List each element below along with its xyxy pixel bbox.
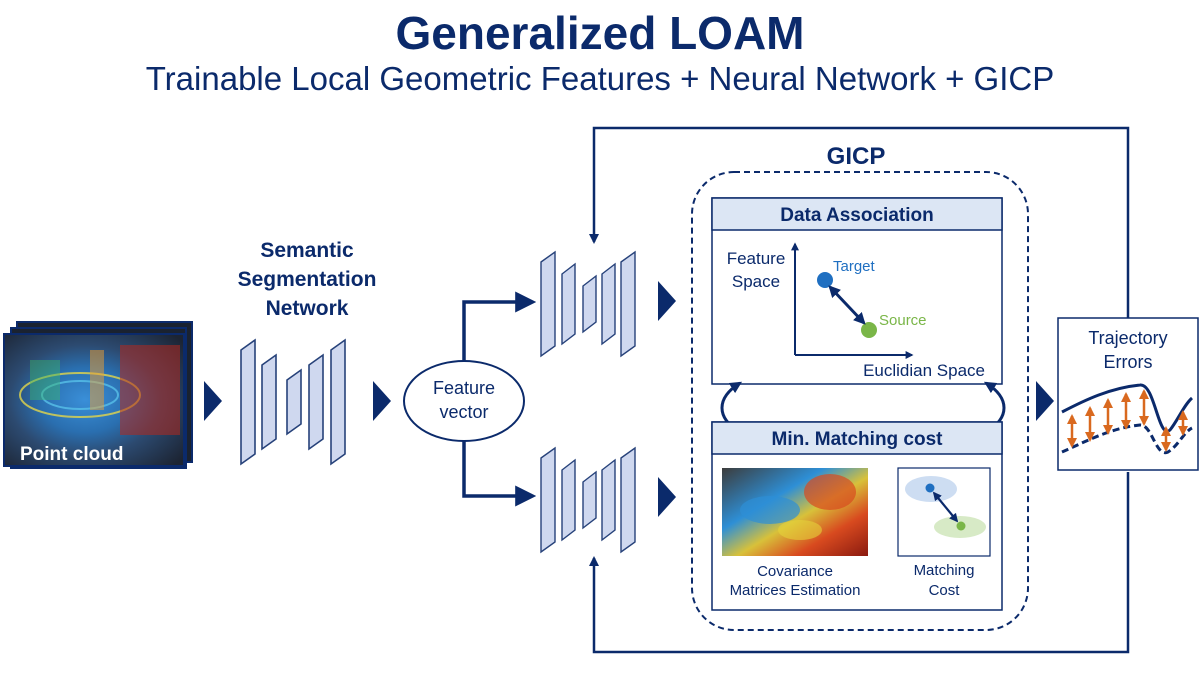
data-association-panel: Data Association Feature Space Euclidian… [711, 197, 1003, 385]
flow-arrow-4 [658, 477, 676, 517]
svg-text:Semantic: Semantic [260, 239, 354, 262]
matching-cost-label-2: Cost [929, 582, 961, 599]
matching-cost-panel: Min. Matching cost Covariance Matrices E… [711, 421, 1003, 611]
page-title: Generalized LOAM [395, 7, 805, 59]
covariance-label-2: Matrices Estimation [730, 582, 861, 599]
matching-cost-header: Min. Matching cost [772, 429, 944, 450]
target-label: Target [833, 258, 876, 275]
branch-arrow-top [462, 291, 537, 361]
correspondence-arrow [828, 285, 866, 325]
y-axis-label-2: Space [732, 272, 780, 291]
flow-arrow-2 [373, 381, 391, 421]
feature-vector-label-2: vector [439, 402, 488, 422]
page-subtitle: Trainable Local Geometric Features + Neu… [145, 60, 1055, 97]
trajectory-label-1: Trajectory [1088, 328, 1167, 348]
covariance-label-1: Covariance [757, 563, 833, 580]
svg-text:Network: Network [266, 297, 349, 320]
flow-arrow-3 [658, 281, 676, 321]
gicp-container [691, 171, 1029, 631]
point-cloud-label: Point cloud [20, 444, 123, 465]
point-cloud-stack: Point cloud [3, 321, 193, 469]
source-label: Source [879, 312, 927, 329]
feature-vector-ellipse [403, 360, 525, 442]
trajectory-errors-panel: Trajectory Errors [1057, 317, 1199, 471]
target-point [817, 272, 833, 288]
feature-vector-label-1: Feature [433, 378, 495, 398]
trajectory-label-2: Errors [1104, 352, 1153, 372]
branch-arrow-bottom [462, 441, 537, 507]
flow-arrow-1 [204, 381, 222, 421]
feedback-loop-bottom [589, 472, 1130, 654]
segmentation-network-label: Semantic Segmentation Network [238, 239, 377, 320]
y-axis-label-1: Feature [727, 249, 786, 268]
source-point [861, 322, 877, 338]
data-association-header: Data Association [780, 205, 933, 226]
network-bottom-icon [540, 446, 636, 554]
feedback-loop-top [589, 126, 1130, 322]
network-top-icon [540, 250, 636, 358]
flow-arrow-5 [1036, 381, 1054, 421]
gicp-title: GICP [827, 143, 886, 170]
x-axis-label: Euclidian Space [863, 361, 985, 380]
svg-text:Segmentation: Segmentation [238, 268, 377, 291]
matching-cost-label-1: Matching [914, 562, 975, 579]
segmentation-network-icon [240, 338, 346, 466]
